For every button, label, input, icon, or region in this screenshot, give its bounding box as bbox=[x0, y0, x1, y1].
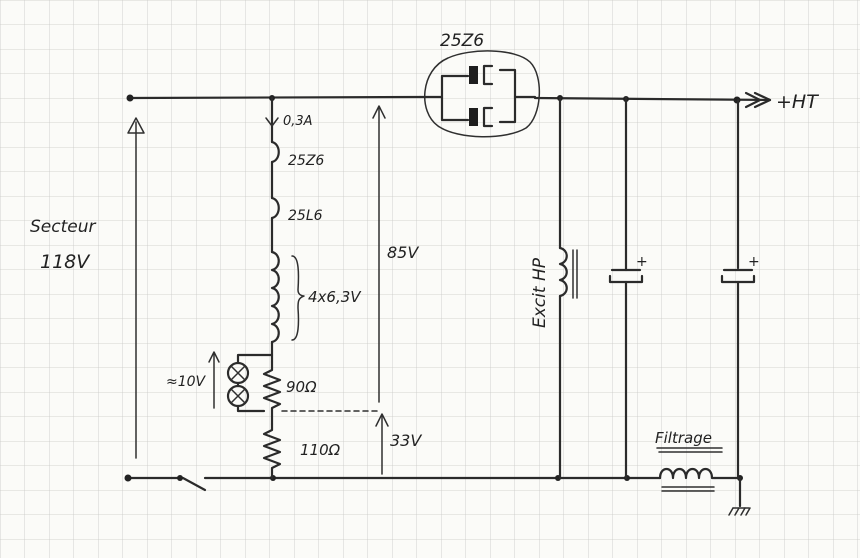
capacitor-1 bbox=[608, 96, 644, 480]
capacitor-2 bbox=[720, 98, 756, 480]
rectifier-tube bbox=[418, 50, 541, 138]
mains-label: Secteur bbox=[30, 217, 96, 237]
voltage-33-arrow bbox=[375, 413, 389, 475]
filament-group-label: 4x6,3V bbox=[308, 288, 362, 306]
resistor-110-ohm bbox=[262, 422, 282, 480]
rectifier-tube-label: 25Z6 bbox=[440, 31, 484, 51]
mains-voltage-arrow bbox=[127, 117, 145, 459]
filament-25l6-label: 25L6 bbox=[288, 208, 323, 224]
current-label: 0,3A bbox=[283, 114, 313, 129]
filament-group-brace bbox=[291, 255, 305, 341]
capacitor-2-plus: + bbox=[748, 254, 760, 270]
ht-output-label: +HT bbox=[776, 91, 819, 113]
filter-choke bbox=[658, 467, 717, 492]
filter-label: Filtrage bbox=[655, 429, 712, 447]
ground-symbol bbox=[728, 476, 751, 516]
voltage-85-label: 85V bbox=[387, 243, 419, 262]
voltage-85-arrow bbox=[372, 105, 386, 403]
ht-output-arrow bbox=[744, 91, 772, 109]
mains-voltage: 118V bbox=[40, 251, 91, 273]
pilot-lamps bbox=[208, 351, 274, 413]
resistor-90-label: 90Ω bbox=[286, 378, 317, 396]
resistor-110-label: 110Ω bbox=[300, 441, 341, 459]
capacitor-1-plus: + bbox=[636, 254, 648, 270]
voltage-33-label: 33V bbox=[390, 431, 422, 450]
lamp-voltage-label: ≈10V bbox=[166, 374, 207, 390]
filament-25z6-label: 25Z6 bbox=[288, 153, 324, 169]
speaker-field-label: Excit HP bbox=[530, 257, 550, 328]
resistor-90-ohm bbox=[262, 360, 282, 426]
bottom-rail-wire bbox=[124, 474, 743, 492]
filter-label-underline bbox=[656, 447, 723, 453]
speaker-field-coil bbox=[558, 96, 578, 480]
filament-chain bbox=[265, 96, 280, 364]
